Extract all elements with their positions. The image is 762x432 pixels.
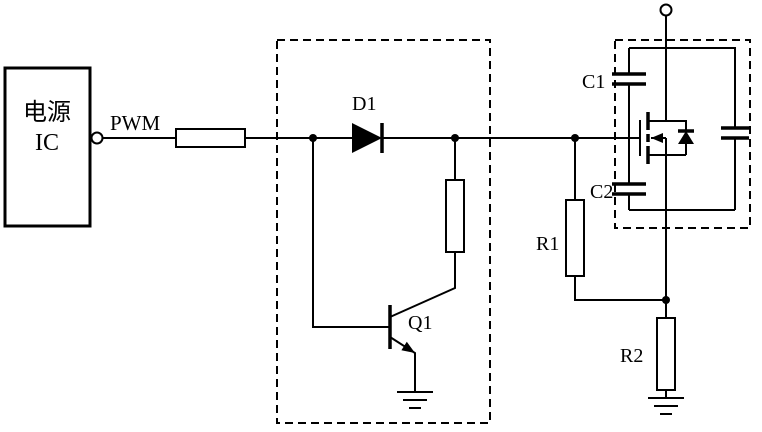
pwm-output-terminal [90, 131, 104, 145]
pwm-signal-path: PWM [103, 111, 352, 148]
power-ic-block: 电源 IC [3, 66, 104, 228]
resistor-r1-label: R1 [536, 233, 559, 255]
resistor-r1-symbol [565, 199, 585, 277]
capacitor-c2-label: C2 [590, 181, 613, 203]
wire-to-transistor-base [312, 138, 390, 328]
mosfet-body-diode [666, 120, 694, 155]
pwm-label: PWM [110, 111, 161, 135]
gate-divider: R1 [536, 134, 666, 301]
diode-d1-label: D1 [352, 93, 376, 115]
source-resistor-branch: R2 [620, 296, 684, 415]
mosfet-dashed-box [614, 39, 751, 229]
power-ic-box [3, 66, 92, 228]
resistor-r2-symbol [656, 317, 676, 391]
ground-symbol-q1 [397, 391, 433, 409]
power-ic-label-line2: IC [35, 130, 59, 156]
mosfet-body-arrow-icon [651, 133, 663, 143]
transistor-q1-emitter [389, 336, 416, 392]
capacitor-c1-label: C1 [582, 71, 605, 93]
resistor-r2-label: R2 [620, 345, 643, 367]
driver-dashed-box [276, 39, 491, 424]
wire-r1-to-source-node [574, 276, 666, 301]
mosfet-symbol [639, 112, 686, 164]
capacitor-c1: C1 [582, 48, 646, 138]
body-diode-triangle [678, 131, 694, 144]
capacitor-drain-source [629, 47, 749, 211]
transistor-q1-label: Q1 [408, 312, 432, 334]
ground-symbol-r2 [648, 397, 684, 415]
diode-d1-triangle [352, 123, 382, 153]
collector-resistor-symbol [445, 179, 465, 253]
wire-resistor-to-collector [389, 252, 456, 318]
mosfet-module: C1 C2 [582, 3, 751, 300]
capacitor-c2: C2 [590, 138, 646, 210]
power-ic-label-line1: 电源 [23, 99, 71, 126]
series-resistor-symbol [175, 128, 246, 148]
cds-top-connector [629, 47, 736, 128]
driver-stage: D1 Q1 [276, 39, 640, 424]
drain-terminal [659, 3, 673, 17]
transistor-q1-emitter-arrow [401, 341, 415, 353]
